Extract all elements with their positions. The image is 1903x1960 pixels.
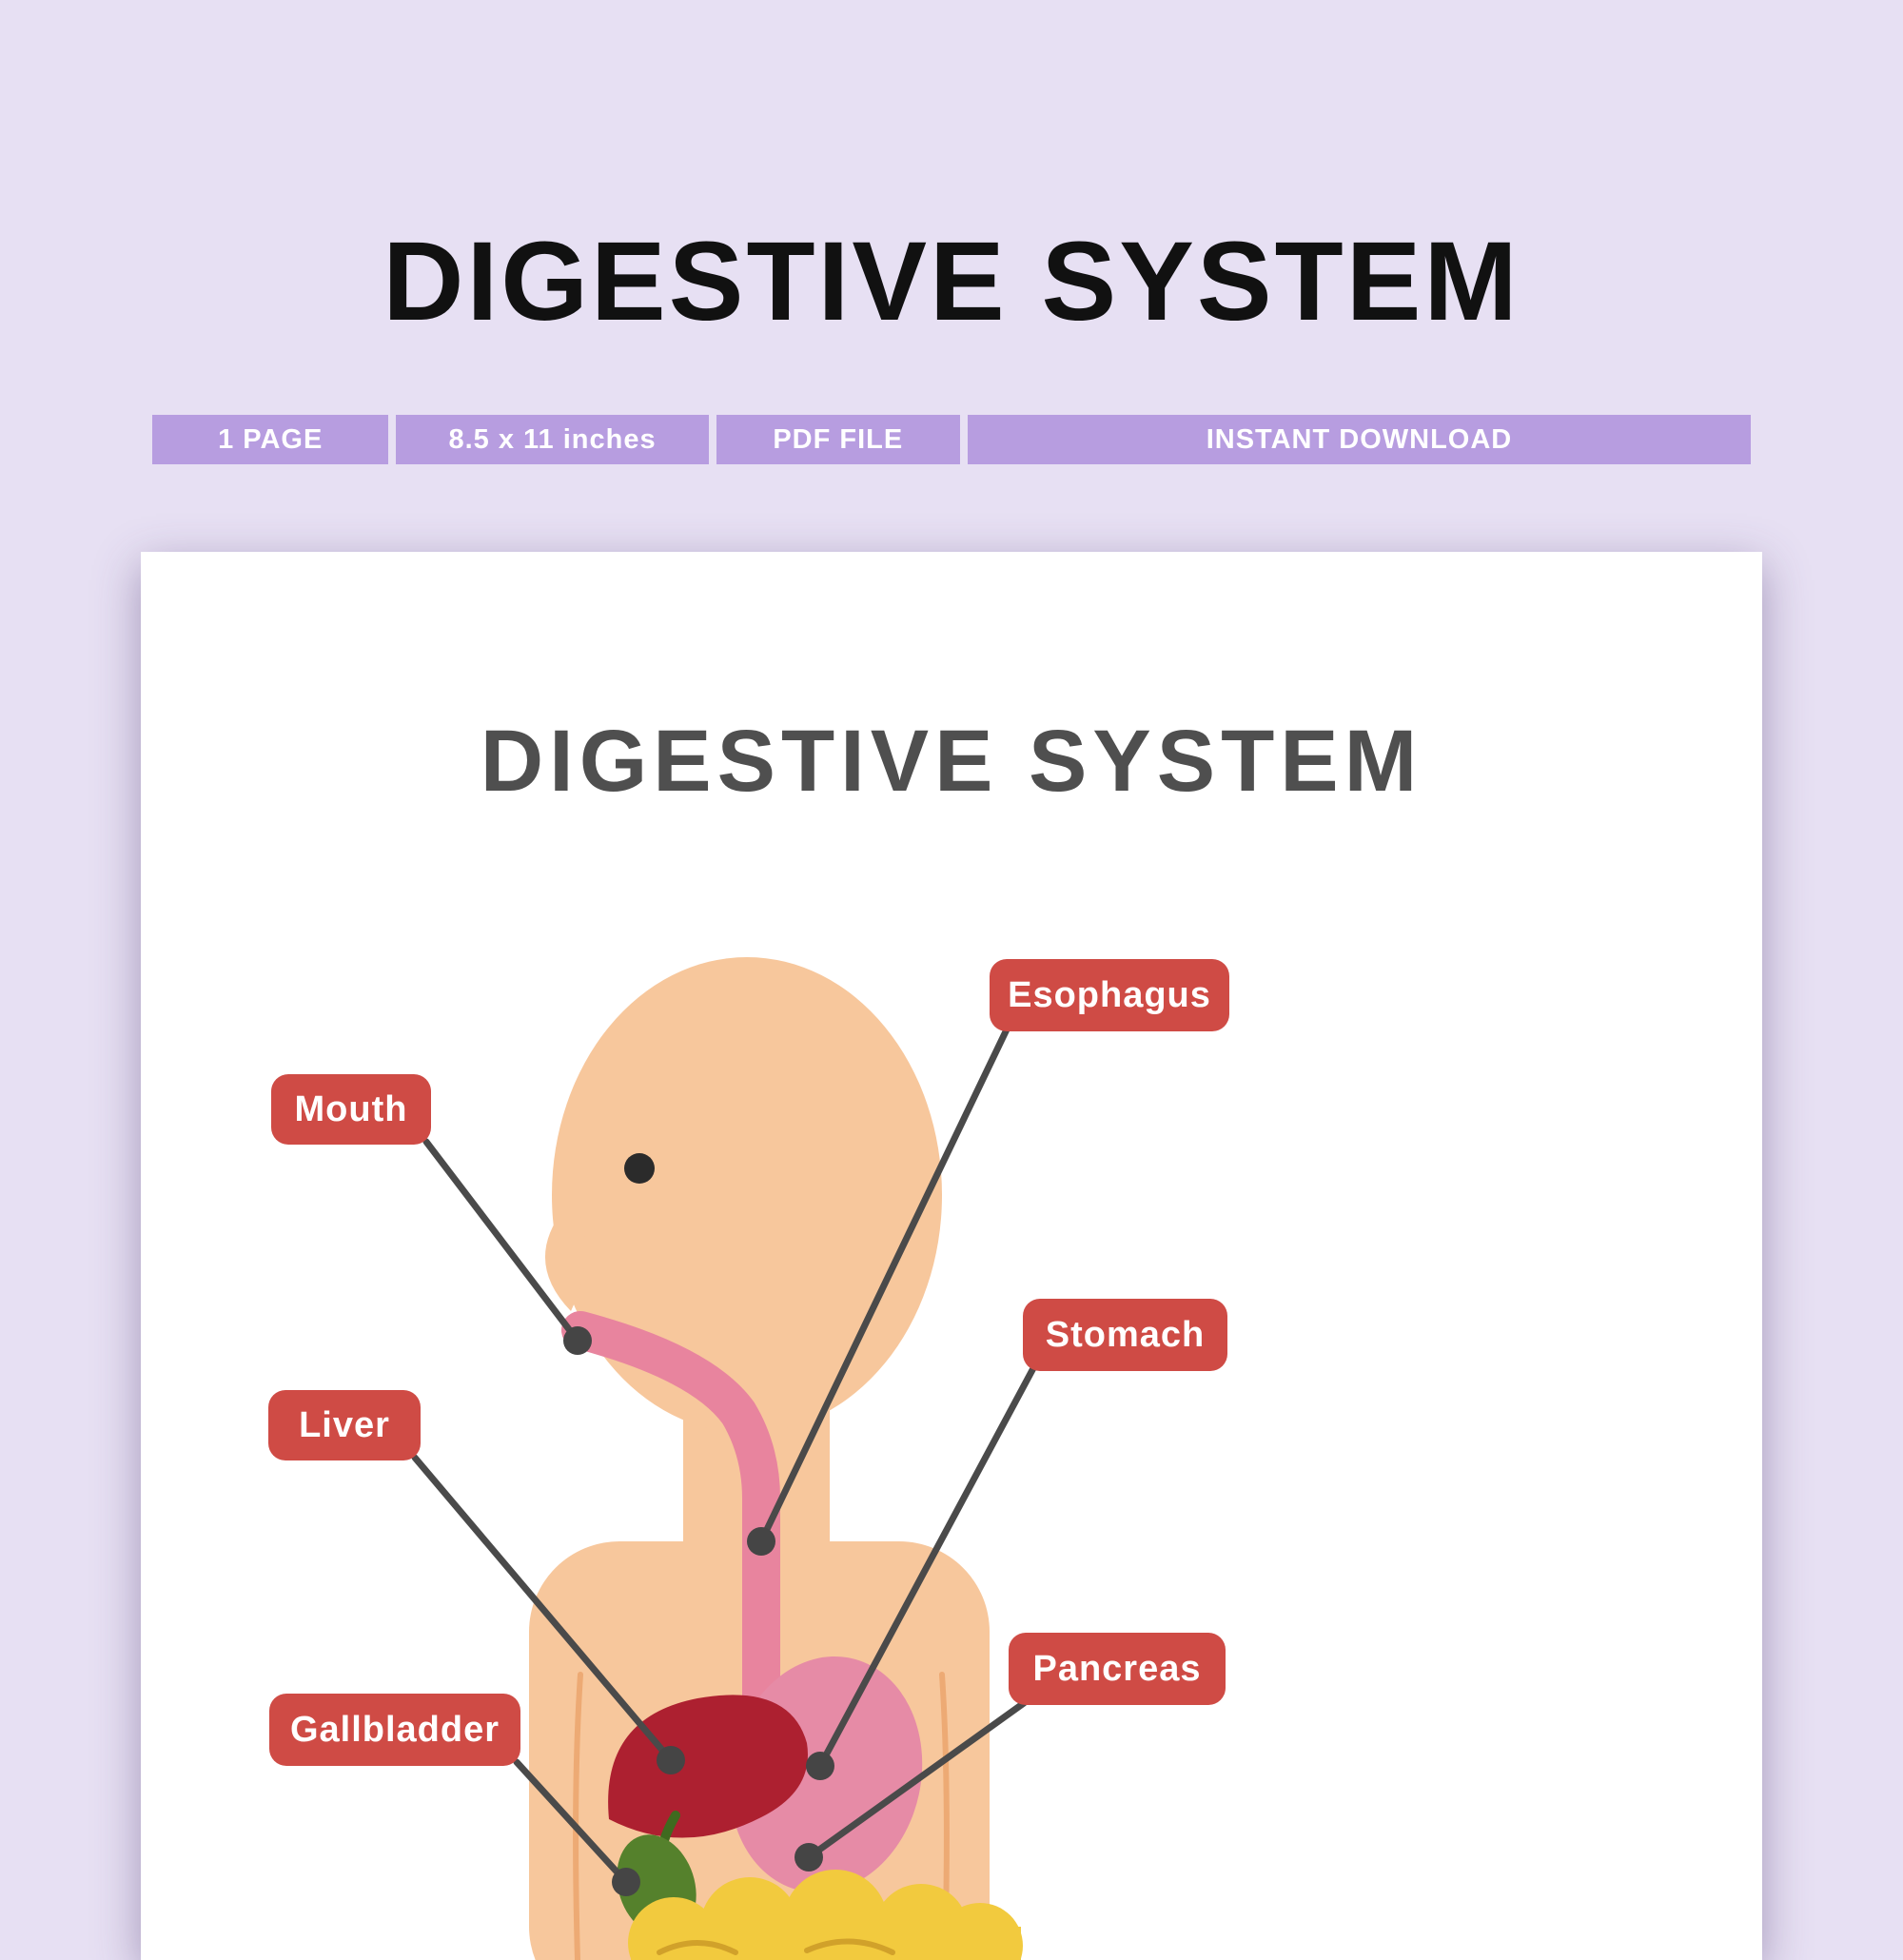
label-stomach: Stomach [1023, 1299, 1227, 1371]
marker-dot-mouth [563, 1326, 592, 1355]
banner-item-filetype: PDF FILE [716, 415, 960, 464]
connector-mouth [422, 1138, 581, 1344]
label-gallbladder: Gallbladder [269, 1694, 520, 1766]
marker-dot-gallbladder [612, 1868, 640, 1896]
marker-dot-stomach [806, 1752, 834, 1780]
connector-liver [411, 1454, 675, 1764]
nose [544, 1197, 586, 1311]
banner-item-download: INSTANT DOWNLOAD [967, 415, 1752, 464]
label-mouth: Mouth [271, 1074, 431, 1145]
label-liver: Liver [268, 1390, 421, 1460]
marker-dot-liver [657, 1746, 685, 1774]
marker-dots [563, 1326, 834, 1896]
page-title: DIGESTIVE SYSTEM [383, 219, 1520, 344]
connector-gallbladder [513, 1758, 630, 1886]
banner-item-pages: 1 PAGE [152, 415, 389, 464]
poster-title: DIGESTIVE SYSTEM [480, 713, 1423, 810]
eye [624, 1153, 655, 1184]
connector-esophagus [757, 1026, 1010, 1545]
head [552, 957, 942, 1433]
poster-preview: DIGESTIVE SYSTEM Mouth Esophagus Liver S… [141, 552, 1762, 1960]
marker-dot-esophagus [747, 1527, 775, 1556]
label-pancreas: Pancreas [1009, 1633, 1226, 1705]
banner-item-size: 8.5 x 11 inches [396, 415, 709, 464]
info-banner: 1 PAGE 8.5 x 11 inches PDF FILE INSTANT … [152, 415, 1752, 464]
marker-dot-pancreas [795, 1843, 823, 1872]
digestive-system-illustration [411, 957, 1037, 1960]
liver-organ [608, 1695, 808, 1838]
connector-pancreas [805, 1699, 1028, 1861]
connector-stomach [816, 1364, 1037, 1770]
esophagus-tube [561, 1311, 780, 1760]
connector-lines [411, 1026, 1037, 1886]
label-esophagus: Esophagus [990, 959, 1229, 1031]
